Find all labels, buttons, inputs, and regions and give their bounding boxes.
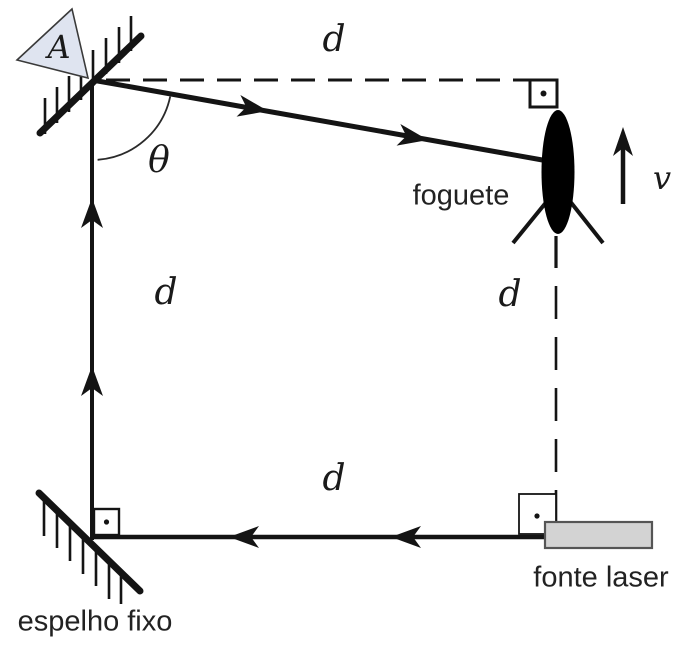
distance-right-label: d — [498, 274, 522, 315]
rocket-body — [541, 110, 575, 234]
rocket-fin-left — [511, 198, 550, 245]
marker-dot — [534, 513, 540, 519]
arrowhead-up-1 — [81, 198, 103, 228]
rocket-label: foguete — [412, 179, 510, 212]
marker-dot — [540, 90, 547, 97]
prism-label: A — [47, 28, 71, 66]
marker-dot — [103, 519, 110, 525]
arrowhead-up-2 — [81, 366, 103, 396]
distance-bottom-label: d — [322, 458, 346, 499]
velocity-arrow — [613, 127, 633, 204]
beam-vertical — [81, 80, 103, 540]
fixed-mirror — [35, 489, 144, 604]
mirror-hatching-bottom — [42, 499, 123, 604]
right-angle-marker-top-right — [528, 78, 559, 109]
arrowhead-left-2 — [391, 526, 421, 548]
arrowhead-up-v — [613, 127, 633, 156]
fixed-mirror-label: espelho fixo — [17, 605, 173, 638]
arrowhead-diag-1 — [236, 94, 268, 117]
laser-source-label: fonte laser — [533, 561, 669, 594]
right-angle-marker-bottom-left — [92, 507, 121, 537]
laser-source — [543, 520, 654, 550]
angle-arc — [97, 96, 172, 161]
distance-left-label: d — [154, 272, 178, 313]
velocity-label: v — [652, 159, 672, 197]
arrowhead-diag-2 — [396, 123, 428, 146]
fixed-mirror-line — [35, 489, 144, 595]
prism — [15, 7, 90, 80]
angle-label: θ — [148, 140, 170, 181]
rocket — [511, 110, 605, 245]
beam-diagonal — [91, 77, 549, 164]
distance-top-label: d — [322, 19, 346, 60]
arrowhead-left-1 — [229, 526, 259, 548]
rocket-fin-right — [567, 198, 605, 245]
beam-horizontal — [94, 526, 548, 548]
